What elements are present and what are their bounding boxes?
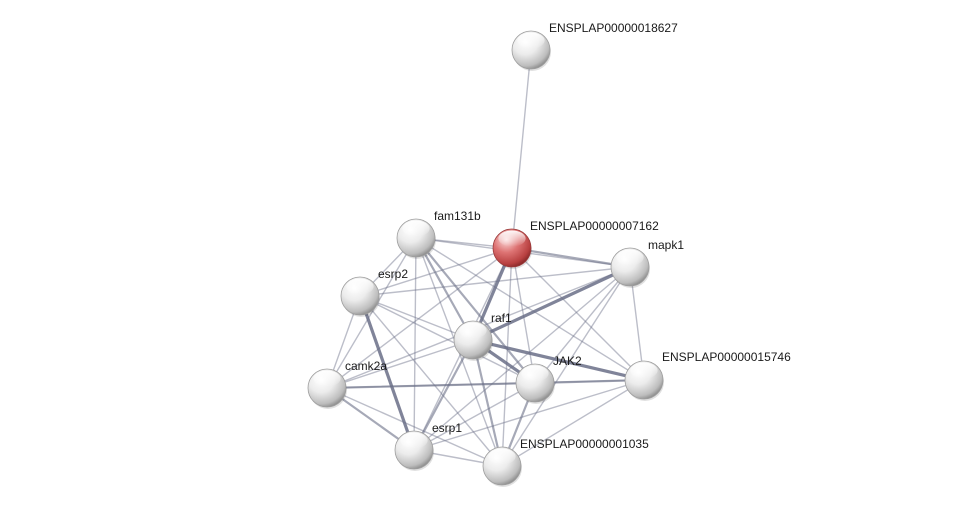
edge-fam131b-esrp1 xyxy=(413,237,417,451)
edge-camk2a-JAK2 xyxy=(325,381,537,390)
edge-mapk1-esrp1 xyxy=(413,266,631,451)
edge-JAK2-esrp1 xyxy=(413,382,536,451)
edge-fam131b-ENSPLAP00000015746 xyxy=(415,237,645,381)
node-label: ENSPLAP00000001035 xyxy=(520,437,649,451)
edges-layer xyxy=(325,49,646,468)
node-esrp2[interactable]: esrp2 xyxy=(340,267,408,317)
edge-fam131b-raf1 xyxy=(414,236,475,342)
sphere-highlight xyxy=(521,365,549,382)
sphere-highlight xyxy=(400,432,428,449)
node-camk2a[interactable]: camk2a xyxy=(307,359,387,409)
node-raf1[interactable]: raf1 xyxy=(453,311,512,361)
edge-raf1-ENSPLAP00000001035 xyxy=(471,338,504,468)
edge-raf1-ENSPLAP00000015746 xyxy=(471,338,646,382)
edge-esrp1-ENSPLAP00000015746 xyxy=(413,379,645,451)
edge-ENSPLAP00000007162-camk2a xyxy=(326,247,513,389)
edge-ENSPLAP00000007162-ENSPLAP00000015746 xyxy=(511,247,645,381)
sphere-highlight xyxy=(313,370,341,387)
edge-ENSPLAP00000007162-ENSPLAP00000001035 xyxy=(501,247,513,467)
sphere-highlight xyxy=(346,278,374,295)
edge-esrp2-esrp1 xyxy=(358,294,416,452)
node-esrp1[interactable]: esrp1 xyxy=(394,421,462,471)
sphere-highlight xyxy=(498,230,526,247)
sphere-highlight xyxy=(402,220,430,237)
edge-esrp2-JAK2 xyxy=(359,295,536,384)
edge-raf1-camk2a xyxy=(326,339,474,389)
node-ENSPLAP00000018627[interactable]: ENSPLAP00000018627 xyxy=(511,21,678,71)
edge-ENSPLAP00000007162-mapk1 xyxy=(510,246,632,269)
sphere-highlight xyxy=(488,448,516,465)
node-label: mapk1 xyxy=(648,238,684,252)
node-label: esrp1 xyxy=(432,421,462,435)
edge-ENSPLAP00000018627-ENSPLAP00000007162 xyxy=(511,49,532,249)
edge-camk2a-ENSPLAP00000001035 xyxy=(326,387,503,467)
node-fam131b[interactable]: fam131b xyxy=(396,209,481,259)
node-JAK2[interactable]: JAK2 xyxy=(515,354,582,404)
sphere-highlight xyxy=(630,362,658,379)
edge-fam131b-camk2a xyxy=(326,237,417,389)
edge-JAK2-mapk1 xyxy=(534,266,631,384)
sphere-highlight xyxy=(616,249,644,266)
node-ENSPLAP00000001035[interactable]: ENSPLAP00000001035 xyxy=(482,437,649,487)
node-label: JAK2 xyxy=(553,354,582,368)
nodes-layer: ENSPLAP00000018627 fam131bENSPLAP00000007… xyxy=(307,21,791,487)
edge-ENSPLAP00000015746-ENSPLAP00000001035 xyxy=(501,379,645,467)
edge-raf1-mapk1 xyxy=(471,265,632,342)
node-label: ENSPLAP00000018627 xyxy=(549,21,678,35)
sphere-highlight xyxy=(517,32,545,49)
node-mapk1[interactable]: mapk1 xyxy=(610,238,684,288)
node-label: esrp2 xyxy=(378,267,408,281)
node-label: raf1 xyxy=(491,311,512,325)
edge-mapk1-ENSPLAP00000001035 xyxy=(501,266,631,467)
node-label: camk2a xyxy=(345,359,387,373)
edge-esrp2-raf1 xyxy=(359,295,474,341)
node-ENSPLAP00000007162[interactable]: ENSPLAP00000007162 xyxy=(492,219,659,269)
node-ENSPLAP00000015746[interactable]: ENSPLAP00000015746 xyxy=(624,350,791,401)
node-label: fam131b xyxy=(434,209,481,223)
edge-fam131b-JAK2 xyxy=(414,236,537,385)
edge-raf1-esrp1 xyxy=(412,338,475,452)
node-label: ENSPLAP00000007162 xyxy=(530,219,659,233)
node-label: ENSPLAP00000015746 xyxy=(662,350,791,364)
edge-esrp2-mapk1 xyxy=(359,266,631,297)
sphere-highlight xyxy=(459,322,487,339)
edge-esrp2-ENSPLAP00000001035 xyxy=(359,295,503,467)
